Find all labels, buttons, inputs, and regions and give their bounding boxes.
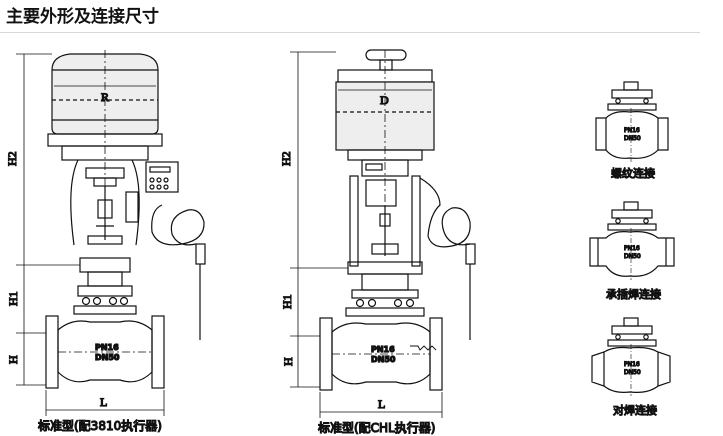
left-body-pn: PN16 [95,343,119,352]
left-body-dn: DN50 [95,353,120,362]
left-dim-h2: H2 [5,151,19,166]
butt-weld-dn: DN50 [624,369,641,376]
mid-dim-h1: H1 [280,294,294,309]
mid-valve: H2 H1 H L D PN16 DN50 标准型(配CHL执行器) [278,49,476,436]
mid-capillary [419,177,476,340]
left-dim-l: L [100,395,107,409]
mid-body-dn: DN50 [371,355,396,364]
left-valve: H2 H1 H L R PN16 DN50 标准型(配3810执行器) [4,50,206,434]
left-dimension-lines [16,53,165,416]
socket-weld-pn: PN16 [624,245,640,252]
mid-handwheel [365,49,407,71]
left-caption: 标准型(配3810执行器) [38,419,162,433]
mid-bonnet [345,261,425,317]
left-control-box [145,161,179,193]
mid-body-pn: PN16 [371,345,395,354]
mid-dimension-lines [290,51,443,418]
mid-dim-l: L [378,397,385,411]
socket-weld-dn: DN50 [624,253,641,260]
connection-socket-weld [589,201,675,280]
connection-threaded [595,81,669,162]
mid-caption: 标准型(配CHL执行器) [318,421,435,435]
left-capillary [151,204,206,340]
mid-dim-h2: H2 [279,151,293,166]
left-dim-r: R [101,90,109,104]
title-divider [0,32,700,33]
socket-weld-caption: 承插焊连接 [606,287,661,301]
left-actuator [47,50,163,240]
mid-valve-body [319,317,443,391]
mid-dim-h: H [281,357,295,366]
threaded-dn: DN50 [624,135,641,142]
left-dim-h1: H1 [6,291,20,306]
mid-yoke [349,50,421,267]
butt-weld-caption: 对焊连接 [613,403,657,417]
butt-weld-pn: PN16 [624,361,640,368]
left-yoke [70,159,140,246]
threaded-caption: 螺纹连接 [611,166,655,180]
left-dim-h: H [6,355,20,364]
threaded-pn: PN16 [624,127,640,134]
mid-dim-d: D [380,93,389,107]
left-valve-body [45,315,165,389]
page-title: 主要外形及连接尺寸 [6,7,159,27]
connection-butt-weld [591,317,671,396]
left-bonnet [73,257,137,315]
